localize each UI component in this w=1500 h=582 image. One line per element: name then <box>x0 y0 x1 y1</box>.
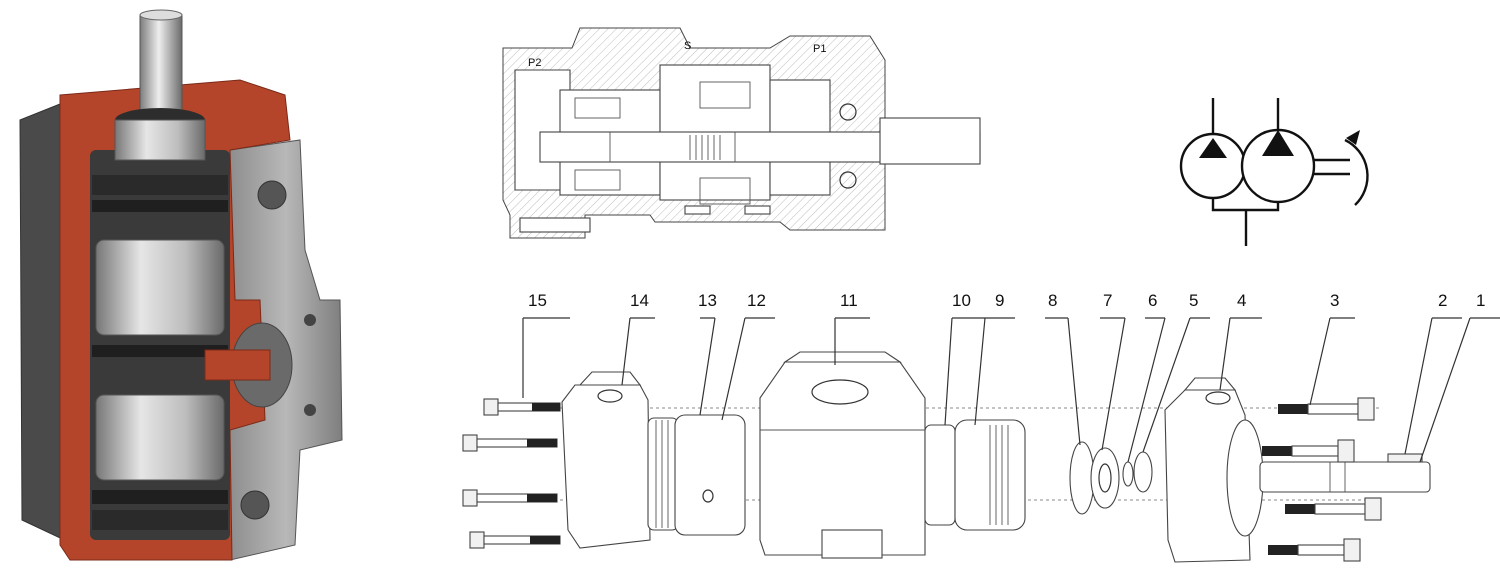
callout-1: 1 <box>1476 291 1485 310</box>
callout-7: 7 <box>1103 291 1112 310</box>
rear-cartridge <box>674 414 746 536</box>
pump-direction-triangle-icon <box>1262 130 1294 156</box>
pump-direction-triangle-icon <box>1199 138 1227 158</box>
port-label-s: S <box>684 40 691 52</box>
rotation-arrow-icon <box>1346 130 1360 145</box>
center-body <box>759 361 926 556</box>
rotation-arc-icon <box>1344 138 1369 206</box>
callout-2: 2 <box>1438 291 1447 310</box>
callout-6: 6 <box>1148 291 1157 310</box>
pump-cutaway-illustration <box>19 9 343 561</box>
port-label-p1: P1 <box>813 43 826 55</box>
shaft-seal <box>1133 451 1153 493</box>
callout-9: 9 <box>995 291 1004 310</box>
callout-12: 12 <box>747 291 766 310</box>
bolt-set-right <box>1262 397 1382 562</box>
exploded-assembly: 15 14 13 12 11 10 9 8 7 6 5 4 3 2 1 <box>462 291 1500 563</box>
callout-4: 4 <box>1237 291 1246 310</box>
port-label-p2: P2 <box>528 57 541 69</box>
callout-11: 11 <box>840 291 858 310</box>
seal-ring <box>1069 441 1095 515</box>
callout-10: 10 <box>952 291 971 310</box>
callout-15: 15 <box>528 291 547 310</box>
callout-3: 3 <box>1330 291 1339 310</box>
rear-cover <box>561 384 651 549</box>
callout-8: 8 <box>1048 291 1057 310</box>
pump-cross-section: P2 S P1 <box>502 27 981 239</box>
bearing <box>1090 447 1120 509</box>
bolt-set-left <box>462 398 561 549</box>
shaft-key <box>1387 453 1423 463</box>
callout-14: 14 <box>630 291 649 310</box>
callout-13: 13 <box>698 291 717 310</box>
double-pump-hydraulic-symbol <box>1179 98 1369 246</box>
callout-5: 5 <box>1189 291 1198 310</box>
